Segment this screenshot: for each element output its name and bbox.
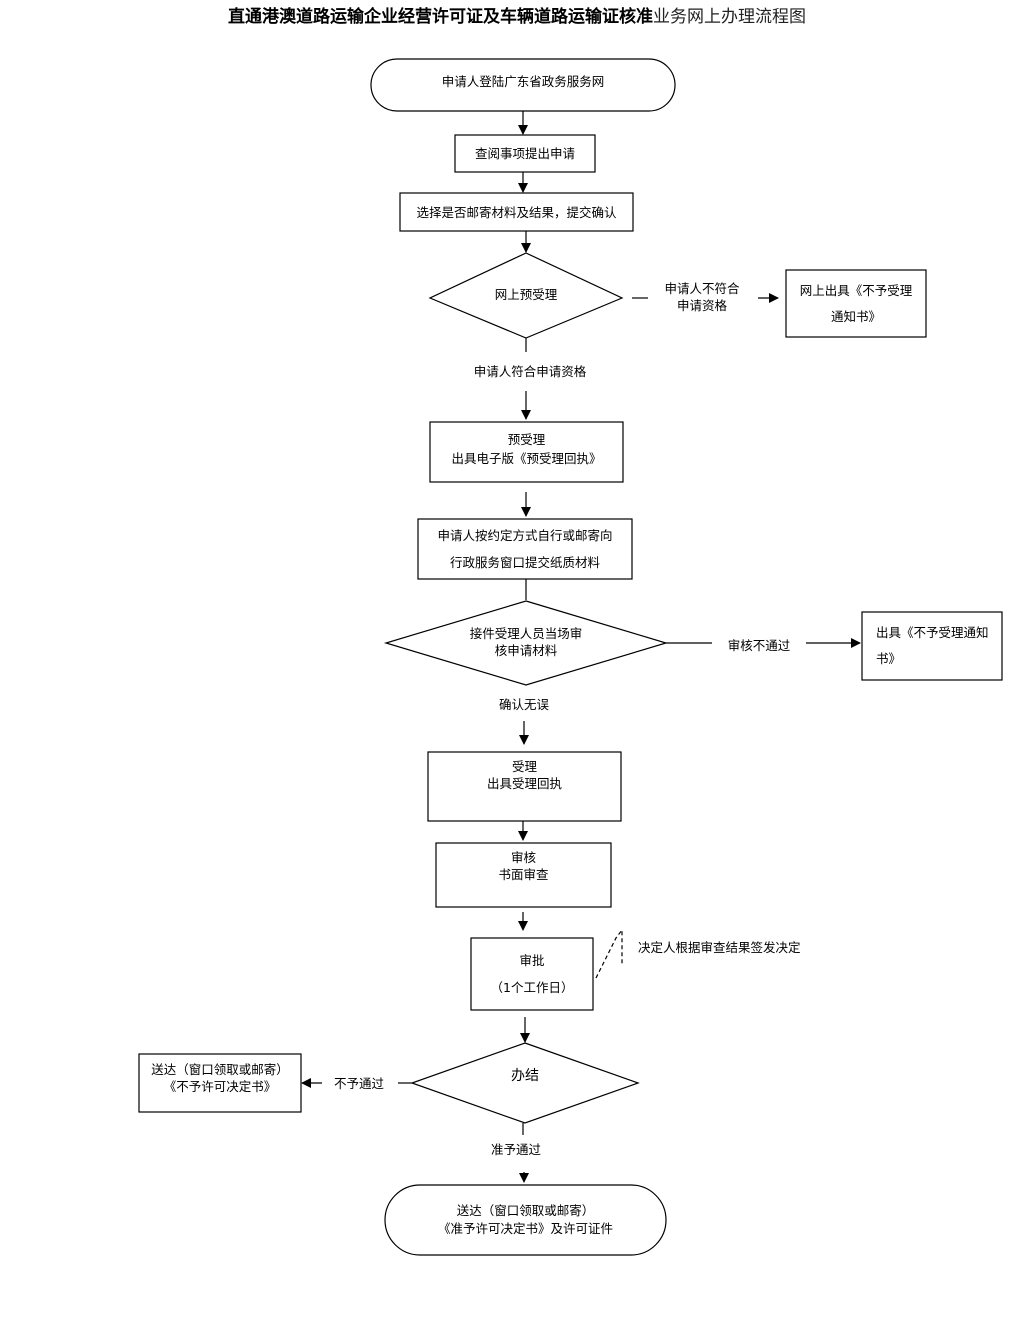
annotation-text: 决定人根据审查结果签发决定 bbox=[638, 940, 801, 955]
node-submit-line2: 行政服务窗口提交纸质材料 bbox=[449, 555, 600, 570]
node-accept: 受理 出具受理回执 bbox=[428, 752, 621, 792]
node-reject2: 出具《不予受理通知 书》 bbox=[862, 612, 1002, 680]
edge-label-not-qualified-line1: 申请人不符合 bbox=[664, 281, 740, 296]
node-deliver-line1: 送达（窗口领取或邮寄） bbox=[456, 1203, 595, 1218]
page-title-main: 直通港澳道路运输企业经营许可证及车辆道路运输证核准 bbox=[228, 7, 653, 27]
node-receipt-line2: 出具电子版《预受理回执》 bbox=[451, 451, 602, 466]
page-title-suffix: 业务网上办理流程图 bbox=[653, 7, 806, 27]
node-receipt-line1: 预受理 bbox=[507, 432, 546, 447]
node-submit-shape bbox=[417, 518, 633, 580]
node-view: 查阅事项提出申请 bbox=[455, 135, 595, 172]
node-approve-shape bbox=[470, 937, 594, 1011]
node-choose-label: 选择是否邮寄材料及结果，提交确认 bbox=[416, 204, 617, 220]
edge-label-check-failed: 审核不通过 bbox=[727, 638, 791, 653]
node-choose-shape bbox=[399, 192, 634, 232]
node-check-line1: 接件受理人员当场审 bbox=[469, 626, 583, 641]
node-login-label: 申请人登陆广东省政务服务网 bbox=[441, 73, 605, 89]
node-finish-label: 办结 bbox=[511, 1067, 539, 1084]
edge-label-passed: 准予通过 bbox=[490, 1142, 541, 1157]
node-receipt: 预受理 出具电子版《预受理回执》 bbox=[430, 422, 623, 476]
node-check: 接件受理人员当场审 核申请材料 bbox=[436, 622, 616, 662]
edge-label-confirmed: 确认无误 bbox=[498, 697, 549, 712]
node-submit: 申请人按约定方式自行或邮寄向 行政服务窗口提交纸质材料 bbox=[418, 519, 632, 579]
node-receipt-shape bbox=[429, 421, 624, 483]
node-finish-shape bbox=[410, 1042, 640, 1124]
node-reject1-shape bbox=[785, 269, 927, 338]
node-view-label: 查阅事项提出申请 bbox=[474, 146, 575, 161]
node-deliver: 送达（窗口领取或邮寄） 《准予许可决定书》及许可证件 bbox=[385, 1185, 666, 1255]
node-deliver-shape bbox=[384, 1184, 667, 1256]
node-login: 申请人登陆广东省政务服务网 bbox=[371, 59, 675, 103]
node-review-line2: 书面审查 bbox=[498, 867, 549, 882]
node-prereview-label: 网上预受理 bbox=[494, 286, 558, 302]
edge-label-qualified: 申请人符合申请资格 bbox=[473, 364, 587, 379]
node-accept-shape bbox=[427, 751, 622, 822]
page-title: 直通港澳道路运输企业经营许可证及车辆道路运输证核准业务网上办理流程图 bbox=[0, 6, 1034, 28]
node-approve-line2: （1个工作日） bbox=[490, 980, 574, 995]
node-deliver-line2: 《准予许可决定书》及许可证件 bbox=[437, 1221, 613, 1236]
node-accept-line2: 出具受理回执 bbox=[486, 776, 562, 791]
node-check-shape bbox=[383, 600, 669, 686]
node-deny: 送达（窗口领取或邮寄） 《不予许可决定书》 bbox=[139, 1054, 301, 1102]
node-deny-line1: 送达（窗口领取或邮寄） bbox=[151, 1062, 289, 1077]
edge-label-not-passed: 不予通过 bbox=[333, 1076, 384, 1091]
edge-label-not-qualified-line2: 申请资格 bbox=[676, 298, 727, 313]
node-view-shape bbox=[454, 134, 596, 173]
node-reject1-line2: 通知书》 bbox=[830, 308, 881, 324]
node-submit-line1: 申请人按约定方式自行或邮寄向 bbox=[437, 528, 613, 543]
node-review-shape bbox=[435, 842, 612, 908]
node-reject2-line2: 书》 bbox=[876, 651, 902, 666]
node-reject2-shape bbox=[861, 611, 1003, 681]
node-review: 审核 书面审查 bbox=[436, 843, 611, 883]
node-approve-line1: 审批 bbox=[519, 953, 545, 968]
node-approve: 审批 （1个工作日） bbox=[471, 938, 593, 1010]
node-reject1-line1: 网上出具《不予受理 bbox=[799, 282, 913, 298]
node-check-line2: 核申请材料 bbox=[494, 643, 558, 658]
node-choose: 选择是否邮寄材料及结果，提交确认 bbox=[400, 193, 633, 231]
node-finish: 办结 bbox=[470, 1064, 580, 1088]
node-reject1: 网上出具《不予受理 通知书》 bbox=[786, 270, 926, 337]
node-prereview: 网上预受理 bbox=[460, 282, 592, 306]
node-reject2-line1: 出具《不予受理通知 bbox=[876, 625, 989, 640]
edge-label-not-qualified: 申请人不符合 申请资格 bbox=[650, 280, 754, 314]
node-accept-line1: 受理 bbox=[511, 759, 537, 774]
annotation-callout bbox=[595, 928, 623, 979]
node-deny-line2: 《不予许可决定书》 bbox=[163, 1079, 277, 1094]
node-review-line1: 审核 bbox=[510, 850, 536, 865]
